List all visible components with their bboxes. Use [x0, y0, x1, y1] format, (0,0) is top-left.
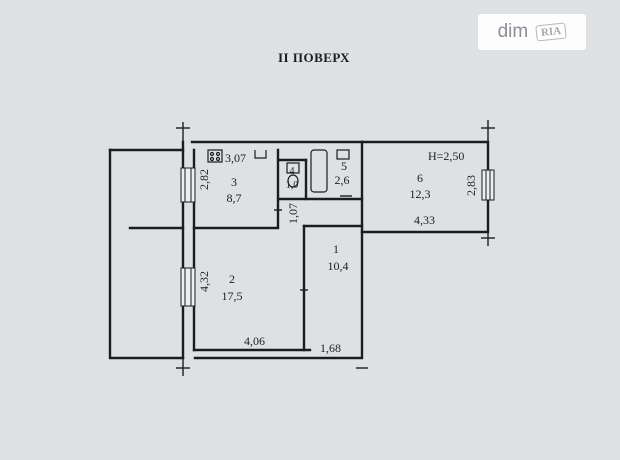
room-6-number: 6 — [417, 171, 423, 185]
room-5-number: 5 — [341, 159, 347, 173]
room-2-area: 17,5 — [222, 289, 243, 303]
floor-title: II ПОВЕРХ — [278, 50, 351, 65]
stove-icon — [207, 149, 223, 163]
washbasin-icon — [336, 149, 350, 160]
dim-room2-width: 4,06 — [244, 334, 265, 348]
windows — [180, 167, 495, 307]
fixtures — [207, 149, 350, 193]
room-3-number: 3 — [231, 175, 237, 189]
window-room3 — [180, 167, 196, 203]
room-4-number: 4 — [290, 166, 295, 177]
dimension-labels: 3,07 2,82 4,32 4,06 1,68 1,07 4,33 2,83 … — [197, 149, 478, 355]
dim-room2-depth: 4,32 — [197, 271, 211, 292]
dim-corridor-width: 1,07 — [286, 203, 300, 224]
room-1-area: 10,4 — [328, 259, 349, 273]
room-1-number: 1 — [333, 242, 339, 256]
dim-room3-depth: 2,82 — [197, 169, 211, 190]
dim-room6-depth: 2,83 — [464, 175, 478, 196]
walls — [108, 140, 490, 360]
room-labels: 3 8,7 4 1,0 5 2,6 6 12,3 1 10,4 2 17,5 — [222, 159, 431, 303]
bathtub-icon — [310, 149, 328, 193]
room-3-area: 8,7 — [227, 191, 242, 205]
room-2-number: 2 — [229, 272, 235, 286]
dim-hall-width: 1,68 — [320, 341, 341, 355]
window-room6 — [481, 169, 495, 201]
dim-room6-width: 4,33 — [414, 213, 435, 227]
kitchen-sink-icon — [254, 150, 267, 159]
window-room2 — [180, 267, 196, 307]
ceiling-height: Н=2,50 — [428, 149, 464, 163]
toilet-icon — [286, 162, 300, 174]
room-5-area: 2,6 — [335, 173, 350, 187]
room-6-area: 12,3 — [410, 187, 431, 201]
room-4-area: 1,0 — [286, 180, 299, 191]
dim-ria-watermark: dim RIA — [478, 14, 586, 50]
watermark-brand: dim — [497, 21, 529, 42]
axis-ticks — [176, 120, 495, 376]
dim-room3-width: 3,07 — [225, 151, 246, 165]
